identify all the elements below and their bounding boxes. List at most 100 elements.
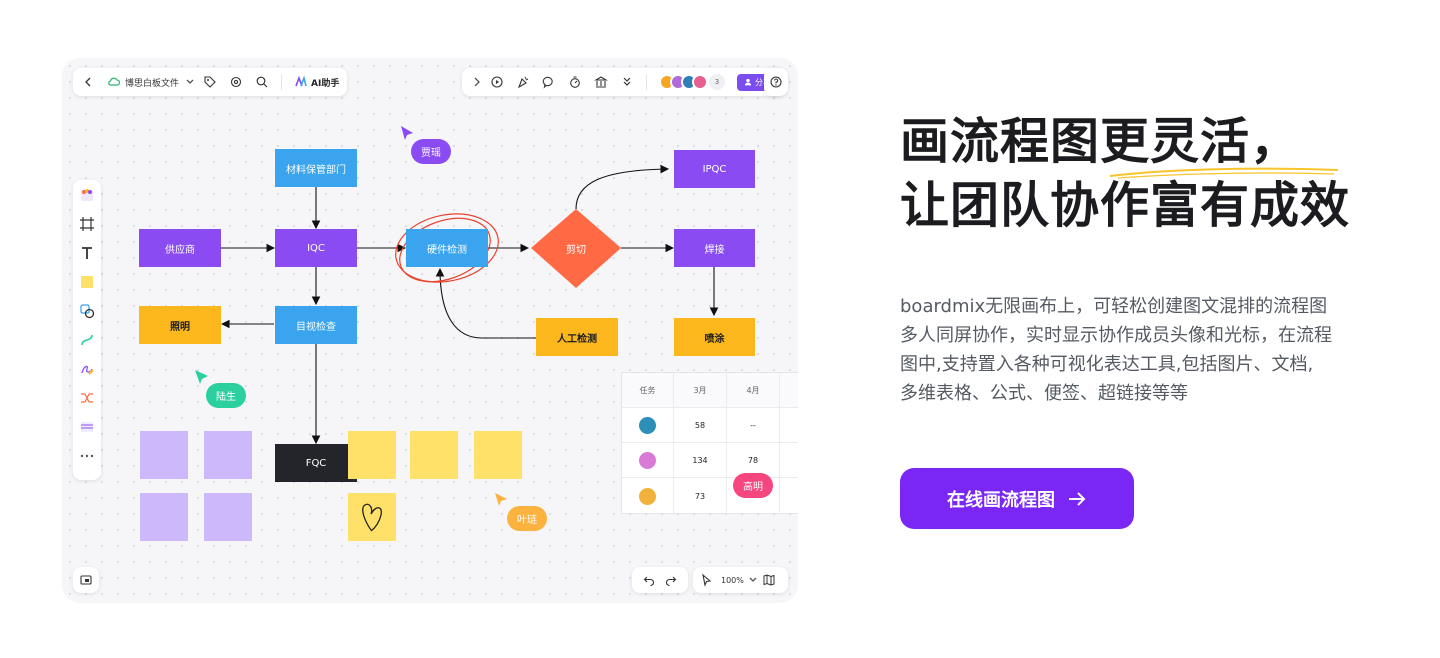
avatar-count: 3 — [709, 74, 725, 90]
table-cell-avatar — [622, 443, 674, 477]
headline-line-2: 让团队协作富有成效 — [900, 179, 1351, 233]
description-line: 图中,支持置入各种可视化表达工具,包括图片、文档, — [900, 354, 1314, 375]
map-icon[interactable] — [762, 573, 776, 587]
cursor-tag-jia-yao: 贾瑶 — [411, 139, 451, 164]
node-iqc[interactable]: IQC — [275, 229, 357, 267]
connector-icon[interactable] — [79, 332, 95, 349]
table-icon[interactable] — [79, 419, 95, 436]
tag-icon[interactable] — [203, 75, 217, 89]
sticky-note-icon[interactable] — [79, 274, 95, 291]
node-weld[interactable]: 焊接 — [674, 229, 755, 267]
text-icon[interactable] — [79, 245, 95, 262]
shape-icon[interactable] — [79, 303, 95, 320]
frame-icon[interactable] — [79, 216, 95, 233]
sticky-note[interactable] — [410, 431, 458, 479]
arrow-right-icon — [1067, 489, 1087, 509]
help-button[interactable] — [764, 68, 788, 96]
table-cell-avatar — [622, 478, 674, 514]
vote-icon[interactable] — [594, 75, 608, 89]
node-spray[interactable]: 喷涂 — [674, 318, 755, 356]
cursor-arrow-lu — [195, 370, 208, 384]
minimap-button[interactable] — [73, 567, 99, 593]
headline: 画流程图更灵活， 让团队协作富有成效 — [900, 110, 1350, 238]
timer-icon[interactable] — [568, 75, 582, 89]
description-line: boardmix无限画布上，可轻松创建图文混排的流程图 — [900, 296, 1328, 317]
search-icon[interactable] — [255, 75, 269, 89]
table-header-cell: 4月 — [727, 373, 780, 407]
ai-label: AI助手 — [311, 78, 340, 89]
cursor-arrow-jia — [401, 126, 413, 140]
table-row[interactable]: 58 -- — [622, 408, 798, 443]
pen-icon[interactable] — [79, 361, 95, 378]
sticky-note[interactable] — [348, 431, 396, 479]
node-supplier[interactable]: 供应商 — [139, 229, 221, 267]
flow-connectors — [151, 126, 735, 529]
node-hardware-check[interactable]: 硬件检测 — [406, 229, 488, 267]
description-line: 多维表格、公式、便签、超链接等等 — [900, 383, 1188, 404]
avatar — [639, 451, 656, 469]
cursor-arrow-ye — [495, 493, 507, 506]
ai-assistant-button[interactable]: AI助手 — [294, 75, 339, 89]
top-right-toolbar: 3 分享 — [462, 68, 786, 96]
comment-icon[interactable] — [542, 75, 556, 89]
gear-icon[interactable] — [229, 75, 243, 89]
node-fqc[interactable]: FQC — [275, 444, 357, 482]
collaborator-avatars[interactable]: 3 — [659, 74, 725, 90]
template-icon[interactable] — [79, 187, 95, 204]
divider — [281, 74, 283, 90]
table-header-cell: 任务 — [622, 373, 674, 407]
back-icon[interactable] — [81, 75, 95, 89]
node-manual-check[interactable]: 人工检测 — [536, 318, 618, 356]
tool-sidebar — [73, 180, 101, 480]
avatar — [639, 487, 656, 505]
celebrate-icon[interactable] — [516, 75, 530, 89]
redo-icon[interactable] — [664, 573, 678, 587]
node-material-dept[interactable]: 材料保管部门 — [275, 149, 357, 187]
table-cell: 58 — [674, 408, 727, 442]
file-menu[interactable]: 博思白板文件 — [107, 75, 194, 89]
node-ipqc[interactable]: IPQC — [674, 150, 755, 188]
share-label: 分享 — [755, 77, 771, 87]
sticky-note[interactable] — [204, 431, 252, 479]
undo-icon[interactable] — [642, 573, 656, 587]
mindmap-icon[interactable] — [79, 390, 95, 407]
sticky-note[interactable] — [474, 431, 522, 479]
undo-redo-group — [632, 567, 688, 593]
headline-underline-decoration — [1109, 167, 1339, 179]
description: boardmix无限画布上，可轻松创建图文混排的流程图 多人同屏协作，实时显示协… — [900, 292, 1400, 408]
sticky-note[interactable] — [140, 431, 188, 479]
cursor-tag-lu-sheng: 陆生 — [206, 383, 246, 408]
minimap-icon — [79, 573, 93, 587]
help-icon — [769, 75, 783, 89]
cursor-tag-gao-ming: 高明 — [733, 473, 773, 498]
headline-line-1: 画流程图更灵活， — [900, 115, 1301, 169]
avatar — [692, 74, 708, 90]
play-icon[interactable] — [490, 75, 504, 89]
cloud-icon — [107, 75, 121, 89]
table-cell: 73 — [674, 478, 727, 514]
table-cell — [727, 478, 780, 514]
user-icon — [744, 78, 752, 86]
file-name: 博思白板文件 — [125, 78, 180, 89]
sticky-note[interactable] — [348, 493, 396, 541]
more-icon[interactable] — [79, 448, 95, 465]
online-flowchart-button[interactable]: 在线画流程图 — [900, 468, 1134, 529]
whiteboard-canvas[interactable]: 博思白板文件 AI助手 3 分享 — [62, 58, 798, 603]
data-table[interactable]: 任务 3月 4月 58 -- 134 78 73 — [621, 372, 798, 514]
node-lighting[interactable]: 照明 — [139, 306, 221, 344]
table-row[interactable]: 134 78 — [622, 443, 798, 478]
divider — [646, 74, 647, 90]
table-row[interactable]: 73 — [622, 478, 798, 514]
chevron-right-icon[interactable] — [470, 75, 480, 89]
pointer-icon[interactable] — [699, 573, 713, 587]
table-header: 任务 3月 4月 — [622, 373, 798, 408]
zoom-select[interactable]: 100% — [721, 573, 757, 587]
table-cell: 134 — [674, 443, 727, 477]
node-cut[interactable]: 剪切 — [566, 244, 586, 256]
sticky-note[interactable] — [204, 493, 252, 541]
double-chevron-down-icon[interactable] — [620, 75, 634, 89]
node-visual-check[interactable]: 目视检查 — [275, 306, 357, 344]
sticky-note[interactable] — [140, 493, 188, 541]
table-cell: -- — [727, 408, 780, 442]
avatar — [639, 416, 656, 434]
